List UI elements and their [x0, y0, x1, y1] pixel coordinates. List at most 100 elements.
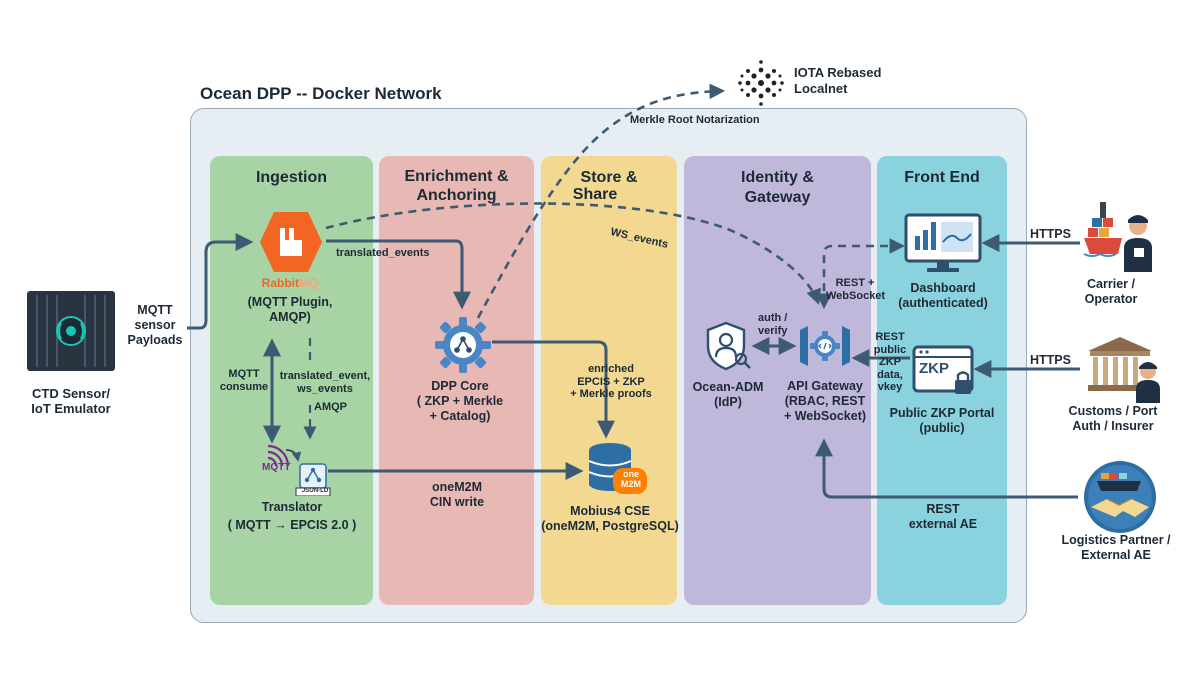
rest-websocket-line2: WebSocket: [826, 289, 886, 302]
translated-ws-line1: translated_event,: [279, 370, 371, 382]
amqp-label: AMQP: [314, 401, 347, 413]
identity-title: Identity &: [741, 169, 814, 186]
translator-icon: [267, 444, 331, 496]
mqtt-payloads-line3: Payloads: [127, 333, 183, 347]
rest-public-line4: data,: [877, 368, 903, 381]
ocean-adm-label-line1: Ocean-ADM: [692, 380, 764, 394]
mqtt-payloads-line2: sensor: [134, 318, 176, 332]
store-title-2: Share: [572, 186, 618, 203]
dashboard-label-line2: (authenticated): [898, 296, 988, 310]
handshake-ship-icon: [1084, 461, 1156, 533]
rest-public-line2: public: [873, 343, 907, 356]
rest-public-label: REST public ZKP data, vkey: [870, 331, 910, 394]
translated-ws-line2: ws_events: [297, 382, 353, 395]
edge-ws-events: [325, 202, 822, 305]
logistics-label-line1: Logistics Partner /: [1061, 533, 1171, 547]
dashboard-label-line1: Dashboard: [910, 281, 976, 295]
logistics-label: Logistics Partner / External AE: [1046, 533, 1186, 563]
dpp-core-label-line2: ( ZKP + Merkle: [416, 394, 504, 408]
https-customs-label: HTTPS: [1030, 353, 1071, 367]
store-column: Store & Share: [541, 156, 677, 605]
onem2m-cin-label: oneM2M CIN write: [412, 480, 502, 510]
edge-enriched: [492, 340, 615, 439]
container-sensor-icon: [27, 291, 115, 371]
carrier-label-line2: Operator: [1084, 292, 1138, 306]
enrichment-column: Enrichment & Anchoring: [379, 156, 534, 605]
mqtt-consume-line1: MQTT: [228, 368, 260, 380]
mqtt-badge: MQTT: [262, 462, 291, 473]
zkp-portal-label-line1: Public ZKP Portal: [889, 406, 995, 420]
auth-verify-label: auth / verify: [758, 312, 787, 337]
iota-label-line2: Localnet: [794, 81, 848, 96]
edge-rest-websocket: [816, 238, 906, 310]
edge-rest-external: [815, 438, 1078, 499]
mqtt-payloads-label: MQTT sensor Payloads: [120, 303, 190, 348]
rest-websocket-label: REST + WebSocket: [826, 277, 886, 302]
translated-events-label: translated_events: [336, 247, 430, 259]
dpp-core-label-line3: + Catalog): [429, 409, 491, 423]
onem2m-badge-line2: M2M: [621, 479, 641, 489]
gear-network-icon: [435, 317, 491, 373]
network-title: Ocean DPP -- Docker Network: [200, 84, 442, 103]
store-title: Store &: [580, 169, 638, 186]
rest-public-line5: vkey: [877, 381, 903, 393]
edge-mqtt-payloads: [187, 233, 254, 330]
database-icon: [588, 443, 647, 494]
jsonld-badge: JSON-LD: [301, 488, 329, 494]
translated-ws-label: translated_event, ws_events: [277, 370, 373, 395]
mobius-label-line2: (oneM2M, PostgreSQL): [541, 519, 679, 533]
rest-external-line1: REST: [926, 502, 960, 516]
translator-label-line1: Translator: [261, 500, 323, 514]
enriched-label: enriched EPCIS + ZKP + Merkle proofs: [555, 363, 667, 401]
api-gateway-label-line1: API Gateway: [787, 379, 863, 393]
api-gateway-label: API Gateway (RBAC, REST + WebSocket): [773, 379, 877, 424]
translator-label-line2: ( MQTT → EPCIS 2.0 ): [227, 518, 357, 532]
carrier-label-line1: Carrier /: [1087, 277, 1135, 291]
mqtt-consume-line2: consume: [219, 380, 269, 393]
onem2m-badge: one M2M: [614, 469, 648, 489]
api-gateway-icon: [800, 326, 850, 366]
enriched-line3: + Merkle proofs: [570, 388, 652, 400]
enriched-line1: enriched: [588, 363, 634, 375]
mobius-label-line1: Mobius4 CSE: [570, 504, 650, 518]
zkp-portal-label: Public ZKP Portal (public): [880, 406, 1004, 436]
iota-label-line1: IOTA Rebased: [794, 65, 882, 80]
identity-column: Identity & Gateway: [684, 156, 871, 605]
rest-public-line3: ZKP: [879, 356, 901, 368]
rabbitmq-label: (MQTT Plugin, AMQP): [227, 295, 353, 325]
dashboard-label: Dashboard (authenticated): [882, 281, 1004, 311]
sensor-label: CTD Sensor/ IoT Emulator: [16, 386, 126, 416]
dpp-core-label: DPP Core ( ZKP + Merkle + Catalog): [400, 379, 520, 424]
onem2m-cin-line1: oneM2M: [432, 480, 482, 494]
ocean-adm-label-line2: (IdP): [714, 395, 742, 409]
dpp-core-label-line1: DPP Core: [431, 379, 489, 393]
customs-label: Customs / Port Auth / Insurer: [1050, 404, 1176, 434]
rest-websocket-line1: REST +: [835, 277, 875, 289]
auth-verify-line2: verify: [758, 324, 788, 337]
zkp-portal-icon: [912, 345, 974, 394]
zkp-badge: ZKP: [919, 360, 949, 377]
rabbitmq-logo-word2: MQ: [299, 276, 319, 290]
carrier-label: Carrier / Operator: [1066, 277, 1156, 307]
api-gateway-label-line2: (RBAC, REST: [784, 394, 866, 408]
rabbitmq-icon: [260, 212, 322, 272]
dashboard-monitor-icon: [904, 213, 982, 272]
mqtt-payloads-line1: MQTT: [137, 303, 173, 317]
merkle-notarization-label: Merkle Root Notarization: [630, 114, 760, 126]
https-carrier-label: HTTPS: [1030, 227, 1071, 241]
logistics-label-line2: External AE: [1081, 548, 1151, 562]
ocean-adm-label: Ocean-ADM (IdP): [680, 380, 776, 410]
sensor-label-line1: CTD Sensor/: [31, 386, 110, 401]
iota-label: IOTA Rebased Localnet: [794, 65, 881, 97]
rest-external-label: REST external AE: [900, 502, 986, 532]
mqtt-consume-label: MQTT consume: [215, 368, 273, 393]
translator-label: Translator ( MQTT → EPCIS 2.0 ): [222, 500, 362, 533]
rabbitmq-label-line1: (MQTT Plugin,: [247, 295, 333, 309]
user-key-icon: [706, 321, 751, 371]
customs-label-line2: Auth / Insurer: [1072, 419, 1154, 433]
rabbitmq-logo-word1: Rabbit: [261, 276, 299, 290]
ship-operator-icon: [1083, 202, 1152, 272]
iota-logo-icon: [738, 60, 784, 106]
